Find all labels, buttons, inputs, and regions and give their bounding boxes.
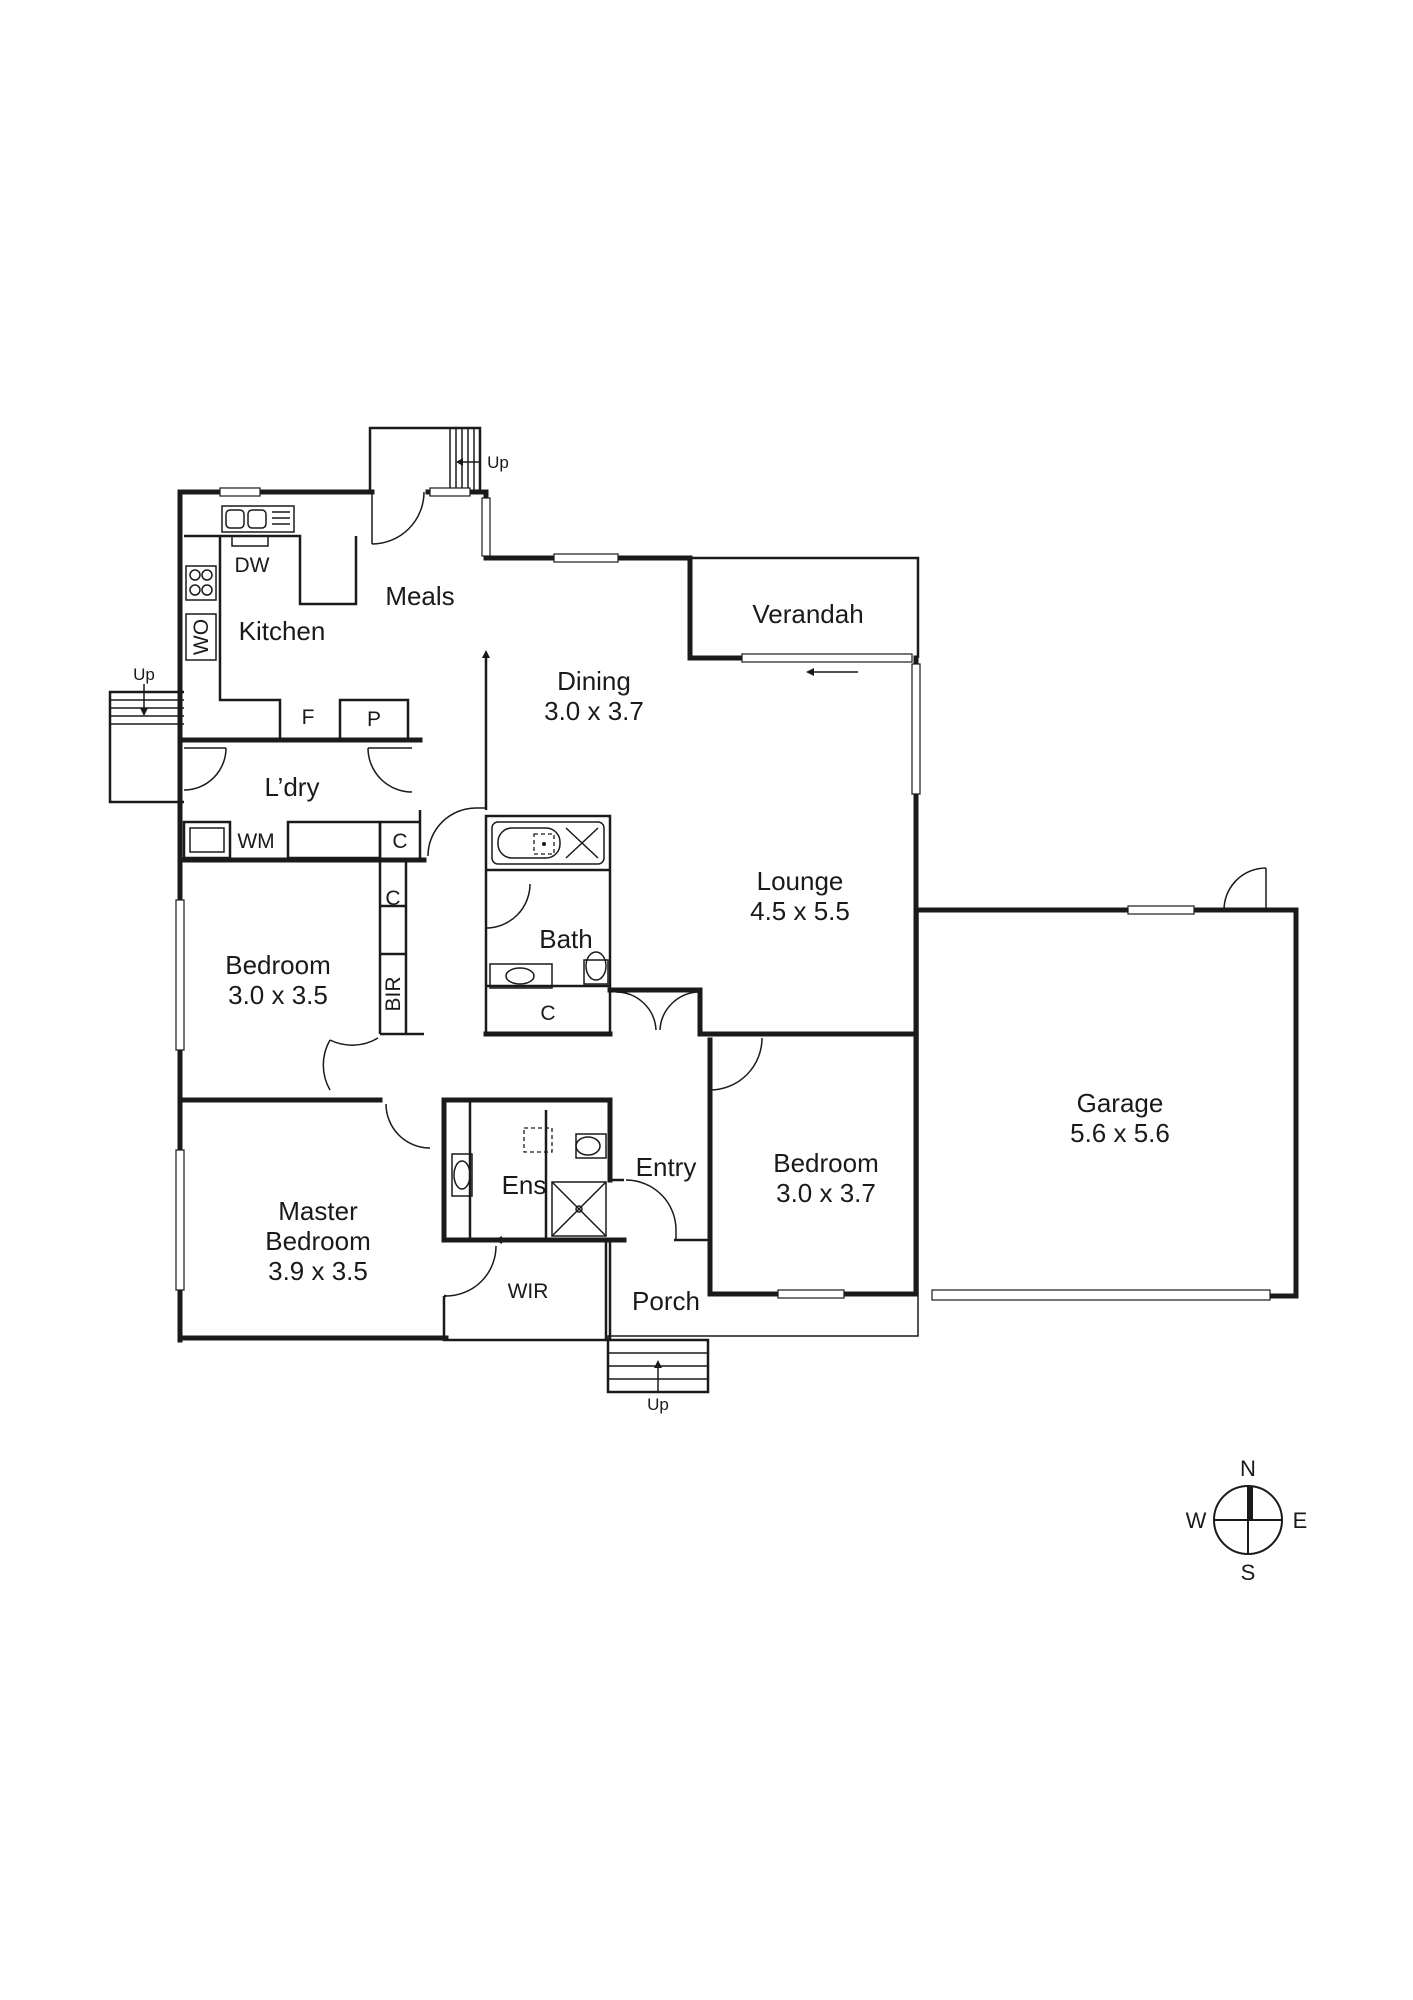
compass-north: N: [1240, 1456, 1256, 1481]
room-name-garage: Garage: [1077, 1088, 1164, 1118]
window: [911, 663, 921, 795]
window: [219, 487, 261, 497]
window: [777, 1289, 845, 1299]
room-size-garage: 5.6 x 5.6: [1070, 1118, 1170, 1148]
bir-label: BIR: [382, 976, 405, 1011]
compass-south: S: [1241, 1560, 1256, 1585]
cupboard-label-bath: C: [540, 1002, 555, 1025]
stairs-up-label-west: Up: [133, 665, 155, 684]
laundry-tub-icon: [189, 827, 225, 853]
room-size-lounge: 4.5 x 5.5: [750, 896, 850, 926]
bath-fixtures: [489, 821, 609, 989]
porch-outline: [607, 1296, 919, 1340]
room-name-verandah: Verandah: [752, 599, 863, 629]
bathtub-icon: [491, 821, 605, 865]
room-name-entry: Entry: [636, 1152, 697, 1182]
room-name-bedroom-west: Bedroom: [225, 950, 331, 980]
shower-icon: [551, 1181, 607, 1237]
windows: [175, 487, 1195, 1299]
pantry-label: P: [367, 708, 381, 731]
fridge-label: F: [302, 706, 315, 729]
room-name-bath: Bath: [539, 924, 593, 954]
room-size-bedroom-east: 3.0 x 3.7: [776, 1178, 876, 1208]
stairs-up-label-south: Up: [647, 1395, 669, 1414]
interior-walls: [177, 654, 919, 1342]
garage-door: [931, 1289, 1271, 1301]
window: [429, 487, 471, 497]
room-name-master-line2: Bedroom: [265, 1226, 371, 1256]
stairs-up-label-north: Up: [487, 453, 509, 472]
cupboard-label-hall: C: [385, 887, 400, 910]
room-name-kitchen: Kitchen: [239, 616, 326, 646]
vanity-icon: [451, 1153, 473, 1197]
west-landing: [108, 684, 184, 804]
room-size-bedroom-west: 3.0 x 3.5: [228, 980, 328, 1010]
room-name-dining: Dining: [557, 666, 631, 696]
room-name-master-line1: Master: [278, 1196, 358, 1226]
dishwasher: [231, 535, 269, 547]
room-name-meals: Meals: [385, 581, 454, 611]
stair-arrow-icon: [140, 708, 148, 716]
ensuite-fixtures: [451, 1127, 607, 1237]
slide-arrow-icon: [482, 650, 490, 658]
cooktop-icon: [185, 565, 217, 601]
compass-east: E: [1293, 1508, 1308, 1533]
laundry-fixtures: [182, 820, 382, 860]
compass-icon: [1213, 1485, 1283, 1555]
slide-arrow-icon: [494, 1236, 502, 1244]
south-steps: [606, 1338, 710, 1394]
window: [175, 1149, 185, 1291]
room-name-bedroom-east: Bedroom: [773, 1148, 879, 1178]
window: [1127, 905, 1195, 915]
kitchen-fixtures: [184, 505, 420, 742]
compass-west: W: [1186, 1508, 1207, 1533]
window: [553, 553, 619, 563]
washing-machine-label: WM: [237, 830, 274, 853]
room-size-master: 3.9 x 3.5: [268, 1256, 368, 1286]
window: [741, 653, 913, 663]
window: [175, 899, 185, 1051]
slide-arrow-icon: [806, 668, 814, 676]
room-name-ensuite: Ens: [502, 1170, 547, 1200]
window: [481, 497, 491, 557]
vanity-icon: [489, 963, 553, 989]
room-name-wir: WIR: [508, 1280, 549, 1303]
wall-oven: [185, 613, 217, 661]
room-name-laundry: L’dry: [265, 772, 320, 802]
doors: [183, 491, 1267, 1297]
wall-oven-label: WO: [190, 619, 213, 655]
sink-icon: [221, 505, 295, 533]
cupboard-label-laundry: C: [392, 830, 407, 853]
room-name-porch: Porch: [632, 1286, 700, 1316]
dishwasher-label: DW: [235, 554, 270, 577]
stair-arrow-icon: [456, 458, 463, 466]
room-name-lounge: Lounge: [757, 866, 844, 896]
north-landing: [368, 426, 482, 492]
stair-arrow-icon: [654, 1360, 662, 1368]
toilet-icon: [583, 959, 609, 985]
room-size-dining: 3.0 x 3.7: [544, 696, 644, 726]
